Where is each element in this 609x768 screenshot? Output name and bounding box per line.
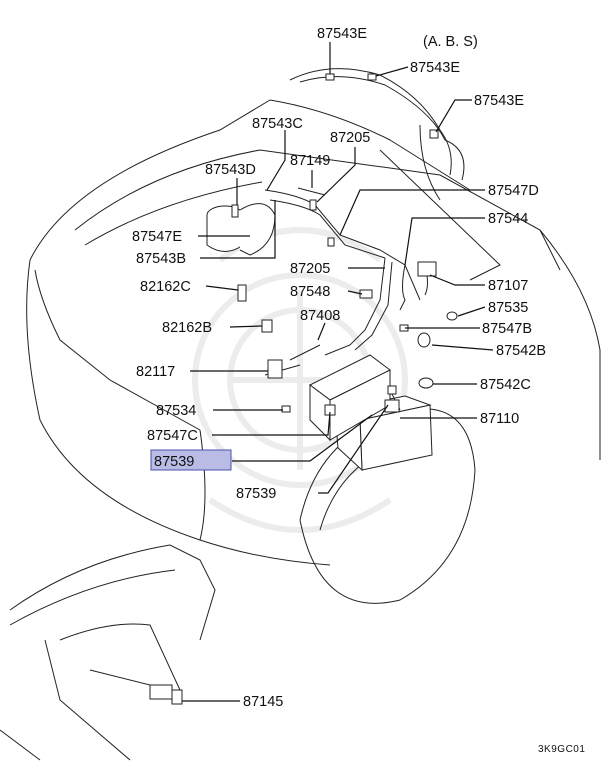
callout-87542C: 87542C <box>480 377 531 393</box>
small-parts <box>149 73 458 705</box>
callout-87205-a: 87205 <box>330 130 370 146</box>
callout-87205-b: 87205 <box>290 261 330 277</box>
callout-87535: 87535 <box>488 300 528 316</box>
callout-87547D: 87547D <box>488 183 539 199</box>
callout-87547C: 87547C <box>147 428 198 444</box>
callout-82162B: 82162B <box>162 320 212 336</box>
variant-note: (A. B. S) <box>423 34 478 50</box>
callout-87548: 87548 <box>290 284 330 300</box>
callout-87145: 87145 <box>243 694 283 710</box>
callout-87542B: 87542B <box>496 343 546 359</box>
callout-87544: 87544 <box>488 211 528 227</box>
callout-87543E-b: 87543E <box>410 60 460 76</box>
highlight-box <box>150 449 232 471</box>
leader-lines <box>182 42 494 702</box>
callout-87543E-a: 87543E <box>317 26 367 42</box>
callout-82117: 82117 <box>136 364 175 380</box>
diagram-code: 3K9GC01 <box>538 744 585 755</box>
callout-87543B: 87543B <box>136 251 186 267</box>
callout-87539: 87539 <box>236 486 276 502</box>
callout-87110: 87110 <box>480 411 519 427</box>
callout-87107: 87107 <box>488 278 528 294</box>
callout-87543E-c: 87543E <box>474 93 524 109</box>
callout-87547E: 87547E <box>132 229 182 245</box>
callout-87543C: 87543C <box>252 116 303 132</box>
callout-87534: 87534 <box>156 403 196 419</box>
reservoir <box>206 203 276 256</box>
callout-87547B: 87547B <box>482 321 532 337</box>
callout-87149: 87149 <box>290 153 330 169</box>
relay-box <box>309 354 391 442</box>
callout-87408: 87408 <box>300 308 340 324</box>
callout-82162C: 82162C <box>140 279 191 295</box>
callout-87543D: 87543D <box>205 162 256 178</box>
callout-87539-highlighted: 87539 <box>154 454 194 470</box>
callout-labels: 87543E 87543E 87543E 87543C 87205 87543D… <box>132 26 546 710</box>
watermark-emblem <box>192 227 408 533</box>
